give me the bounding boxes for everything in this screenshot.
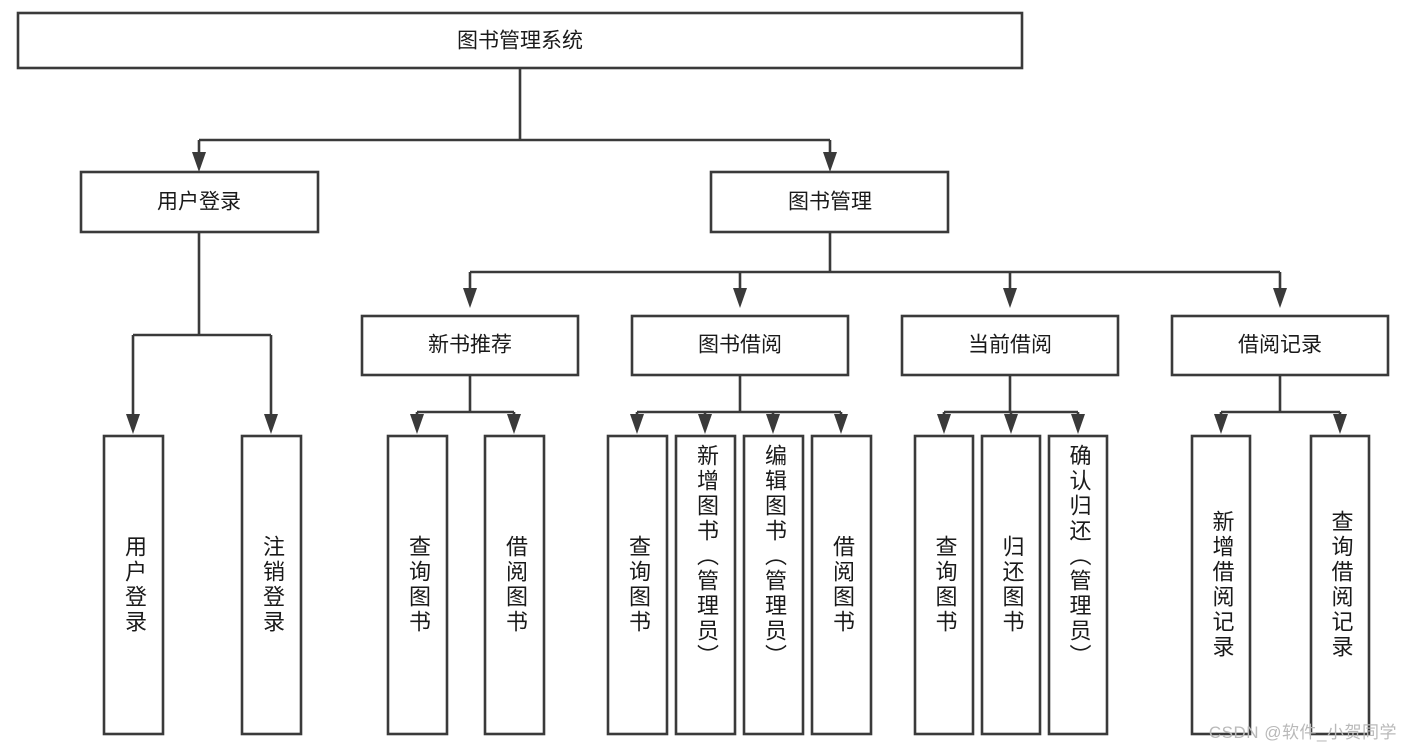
arrow-to-borrow-record [1273,288,1287,308]
arrow-bookborrow-leaf-3 [766,414,780,434]
node-label-borrow-record: 借阅记录 [1238,334,1322,357]
arrow-to-book-mgmt [823,152,837,172]
leaf-box-book-borrow-1[interactable] [674,434,737,736]
arrow-to-user-login [192,152,206,172]
connector-borrowrecord-bus [1219,375,1340,420]
arrow-newbookrec-leaf-1 [410,414,424,434]
leaf-box-current-borrow-1[interactable] [980,434,1042,736]
arrow-currentborrow-leaf-3 [1071,414,1085,434]
arrow-currentborrow-leaf-1 [937,414,951,434]
arrow-currentborrow-leaf-2 [1004,414,1018,434]
leaf-box-user-login-1[interactable] [240,434,303,736]
arrow-borrowrecord-leaf-1 [1214,414,1228,434]
arrow-userlogin-leaf-2 [264,414,278,434]
arrow-to-current-borrow [1003,288,1017,308]
connector-bookmgmt-bus [468,232,1280,292]
connector-newbookrec-bus [415,375,514,420]
node-box-current-borrow[interactable] [900,314,1120,377]
node-box-book-borrow[interactable] [630,314,850,377]
connectors-currentborrow-to-leaves [937,375,1085,434]
arrow-bookborrow-leaf-4 [834,414,848,434]
csdn-watermark: CSDN @软件_小贺同学 [1208,723,1397,742]
arrow-bookborrow-leaf-2 [698,414,712,434]
node-box-book-management[interactable] [709,170,950,234]
node-current-borrow[interactable]: 当前借阅 [900,314,1120,377]
connectors-bookborrow-to-leaves [630,375,848,434]
arrow-newbookrec-leaf-2 [507,414,521,434]
connector-userlogin-bus [131,232,271,418]
connectors-borrowrecord-to-leaves [1214,375,1347,434]
node-root[interactable]: 图书管理系统 [16,11,1024,70]
arrow-to-book-borrow [733,288,747,308]
node-box-new-book-recommend[interactable] [360,314,580,377]
node-borrow-record[interactable]: 借阅记录 [1170,314,1390,377]
node-label-current-borrow: 当前借阅 [968,334,1052,357]
node-user-login[interactable]: 用户登录 [79,170,320,234]
leaf-box-user-login-0[interactable] [102,434,165,736]
leaf-box-book-borrow-3[interactable] [810,434,873,736]
node-label-user-login: 用户登录 [157,191,241,214]
node-box-user-login[interactable] [79,170,320,234]
connectors-root-to-level2 [192,68,837,172]
arrow-to-new-book-rec [463,288,477,308]
connector-root-split [197,68,830,158]
connectors-newbookrec-to-leaves [410,375,521,434]
leaf-box-new-book-recommend-1[interactable] [483,434,546,736]
arrow-userlogin-leaf-1 [126,414,140,434]
node-book-borrow[interactable]: 图书借阅 [630,314,850,377]
leaf-box-borrow-record-1[interactable] [1309,434,1371,736]
connectors-bookmgmt-to-level3 [463,232,1287,308]
leaf-box-book-borrow-0[interactable] [606,434,669,736]
leaf-box-new-book-recommend-0[interactable] [386,434,449,736]
leaf-box-current-borrow-2[interactable] [1047,434,1109,736]
leaf-box-current-borrow-0[interactable] [913,434,975,736]
arrow-borrowrecord-leaf-2 [1333,414,1347,434]
leaf-box-borrow-record-0[interactable] [1190,434,1252,736]
node-label-new-book-recommend: 新书推荐 [428,334,512,357]
leaf-boxes [102,434,1371,736]
node-label-book-management: 图书管理 [788,191,872,214]
node-box-root[interactable] [16,11,1024,70]
node-label-book-borrow: 图书借阅 [698,334,782,357]
node-new-book-recommend[interactable]: 新书推荐 [360,314,580,377]
node-label-root: 图书管理系统 [457,30,583,53]
node-book-management[interactable]: 图书管理 [709,170,950,234]
connector-bookborrow-bus [635,375,841,420]
node-box-borrow-record[interactable] [1170,314,1390,377]
leaf-box-book-borrow-2[interactable] [742,434,805,736]
arrow-bookborrow-leaf-1 [630,414,644,434]
connectors-userlogin-to-leaves [126,232,278,434]
